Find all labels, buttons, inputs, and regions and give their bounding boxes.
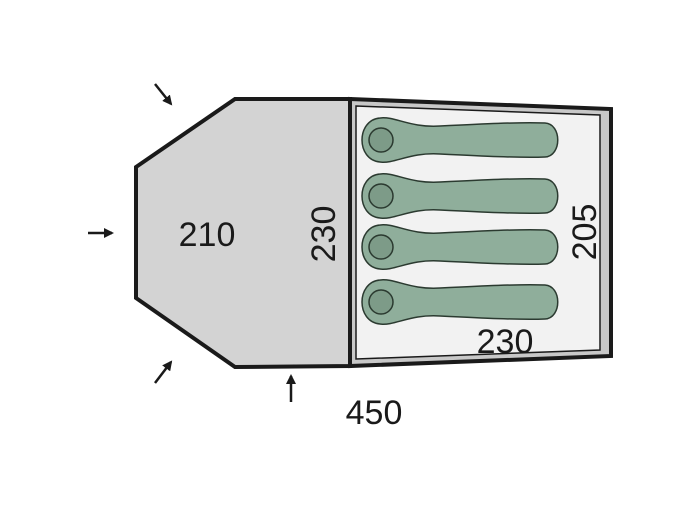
entrance-arrow-icon xyxy=(154,83,173,106)
entrance-arrow-icon xyxy=(154,360,173,384)
inner-depth-label: 205 xyxy=(566,204,604,261)
sleeping-bag-head-icon xyxy=(368,183,394,209)
sleeping-bag-icon xyxy=(361,117,559,163)
sleeping-bag-head-icon xyxy=(368,127,394,153)
sleeping-bag-head-icon xyxy=(368,289,394,315)
total-length-label: 450 xyxy=(346,394,403,432)
sleeping-length-label: 230 xyxy=(477,323,534,361)
sleeping-bag-icon xyxy=(361,173,559,219)
sleeping-bag-icon xyxy=(361,224,559,270)
sleeping-bag-head-icon xyxy=(368,234,394,260)
vestibule-depth-label: 210 xyxy=(179,216,236,254)
inner-width-label: 230 xyxy=(305,206,343,263)
sleeping-bags-group xyxy=(361,117,559,325)
sleeping-bag-icon xyxy=(361,279,559,325)
